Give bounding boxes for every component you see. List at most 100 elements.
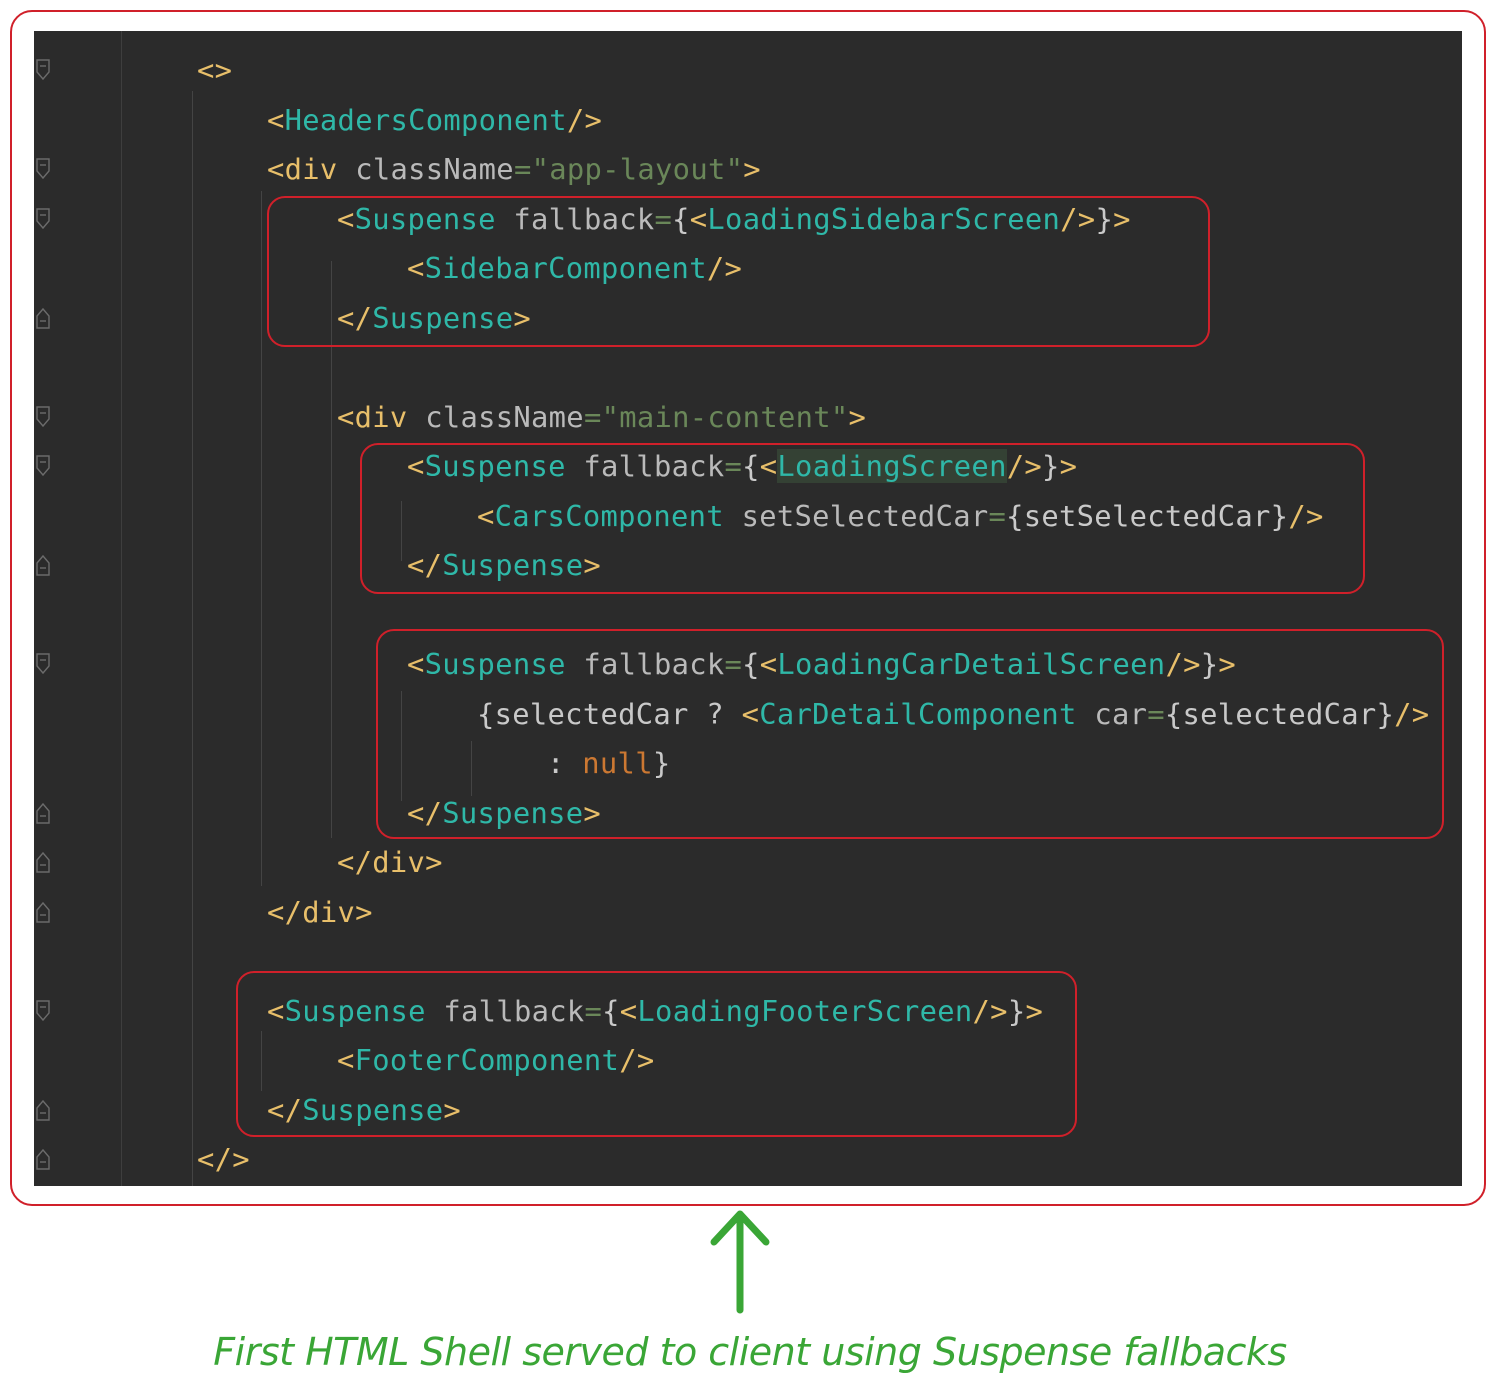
code-token: </div> [267, 894, 373, 929]
code-token: /> [1006, 449, 1042, 483]
code-token: < [759, 647, 778, 681]
code-token: < [267, 993, 285, 1028]
fold-open-icon[interactable] [36, 999, 50, 1022]
code-token: <div [267, 152, 356, 186]
code-token: : [547, 746, 583, 780]
fold-close-icon[interactable] [36, 1099, 50, 1121]
code-token: { [602, 993, 620, 1028]
code-token: = [513, 152, 532, 186]
code-line: {selectedCar ? <CarDetailComponent car={… [477, 692, 1429, 736]
code-token: > [1025, 993, 1044, 1028]
code-editor[interactable]: <><HeadersComponent/><div className="app… [34, 31, 1462, 1186]
code-line: <HeadersComponent/> [267, 98, 602, 142]
code-token: { [742, 449, 760, 483]
code-token: /> [1165, 647, 1201, 681]
code-token: = [1147, 696, 1165, 731]
up-arrow-icon [710, 1210, 770, 1314]
code-line: </Suspense> [407, 791, 601, 835]
indent-guide [471, 741, 472, 796]
code-token: < [407, 449, 425, 483]
code-line: </div> [337, 840, 443, 884]
suspense-highlight-box [360, 443, 1365, 594]
code-token: < [619, 993, 638, 1028]
code-token: < [407, 251, 425, 285]
code-token: = [988, 498, 1007, 533]
code-token: "app-layout" [531, 152, 744, 186]
code-token: Suspense [442, 548, 584, 582]
code-token: Suspense [302, 1092, 444, 1127]
code-line: </Suspense> [407, 543, 601, 587]
code-token: className [355, 152, 514, 186]
fold-close-icon[interactable] [36, 802, 50, 824]
code-token: Suspense [372, 300, 514, 335]
code-line: <Suspense fallback={<LoadingFooterScreen… [267, 989, 1043, 1033]
fold-open-icon[interactable] [36, 405, 50, 428]
code-token: null [582, 746, 653, 780]
code-token: fallback [443, 993, 585, 1028]
fold-close-icon[interactable] [36, 901, 50, 923]
code-line: </Suspense> [267, 1088, 461, 1132]
code-token: CarDetailComponent [759, 696, 1095, 731]
fold-open-icon[interactable] [36, 207, 50, 230]
code-token: > [583, 795, 602, 830]
code-line: <Suspense fallback={<LoadingScreen/>}> [407, 444, 1077, 488]
code-token: } [1095, 201, 1114, 236]
fold-close-icon[interactable] [36, 554, 50, 576]
code-token: < [267, 102, 285, 137]
code-line: <FooterComponent/> [337, 1038, 654, 1082]
fold-open-icon[interactable] [36, 653, 50, 675]
code-line: <div className="main-content"> [337, 395, 866, 439]
indent-guide [401, 691, 402, 801]
code-line: <> [197, 48, 232, 92]
fold-open-icon[interactable] [36, 455, 50, 477]
code-token: </div> [337, 845, 443, 879]
code-token: CarsComponent [494, 498, 742, 533]
code-token: HeadersComponent [284, 102, 567, 137]
code-token: "main-content" [601, 399, 849, 434]
code-token: < [741, 696, 760, 731]
code-line: </div> [267, 890, 373, 934]
fold-close-icon[interactable] [36, 1148, 50, 1170]
code-token: car [1094, 696, 1148, 731]
suspense-highlight-box [236, 971, 1077, 1137]
code-token: } [1007, 993, 1026, 1028]
code-token: < [759, 449, 778, 483]
code-token: > [1218, 647, 1237, 681]
fold-close-icon[interactable] [36, 307, 50, 329]
code-token: FooterComponent [354, 1043, 620, 1077]
fold-close-icon[interactable] [36, 851, 50, 873]
code-token: /> [1394, 696, 1430, 731]
code-line: <SidebarComponent/> [407, 246, 742, 290]
code-token: LoadingScreen [777, 449, 1007, 483]
code-line: <CarsComponent setSelectedCar={setSelect… [477, 494, 1324, 538]
code-token: /> [619, 1043, 655, 1077]
code-token: Suspense [354, 201, 514, 236]
code-token: { [672, 201, 690, 236]
code-token: <div [337, 399, 426, 434]
fold-open-icon[interactable] [36, 59, 50, 81]
code-token: = [583, 399, 602, 434]
caption: First HTML Shell served to client using … [213, 1330, 1287, 1374]
indent-guide [401, 501, 402, 561]
code-token: </ [407, 548, 443, 582]
suspense-highlight-box [267, 196, 1210, 347]
code-token: > [1113, 201, 1131, 236]
code-token: fallback [583, 449, 725, 483]
code-token: </> [197, 1142, 250, 1176]
code-token: > [513, 300, 532, 335]
code-token: /> [972, 993, 1008, 1028]
code-token: LoadingCarDetailScreen [777, 647, 1166, 681]
code-token: = [724, 449, 743, 483]
code-token: SidebarComponent [424, 251, 707, 285]
code-token: fallback [583, 647, 725, 681]
code-token: Suspense [424, 647, 584, 681]
code-token: { [742, 647, 760, 681]
code-token: LoadingSidebarScreen [707, 201, 1061, 236]
code-token: > [443, 1092, 462, 1127]
code-token: = [724, 647, 743, 681]
code-line: <div className="app-layout"> [267, 147, 761, 191]
fold-open-icon[interactable] [36, 158, 50, 180]
code-token: {selectedCar} [1164, 696, 1395, 731]
code-token: <> [197, 53, 233, 87]
code-token: < [337, 1043, 355, 1077]
